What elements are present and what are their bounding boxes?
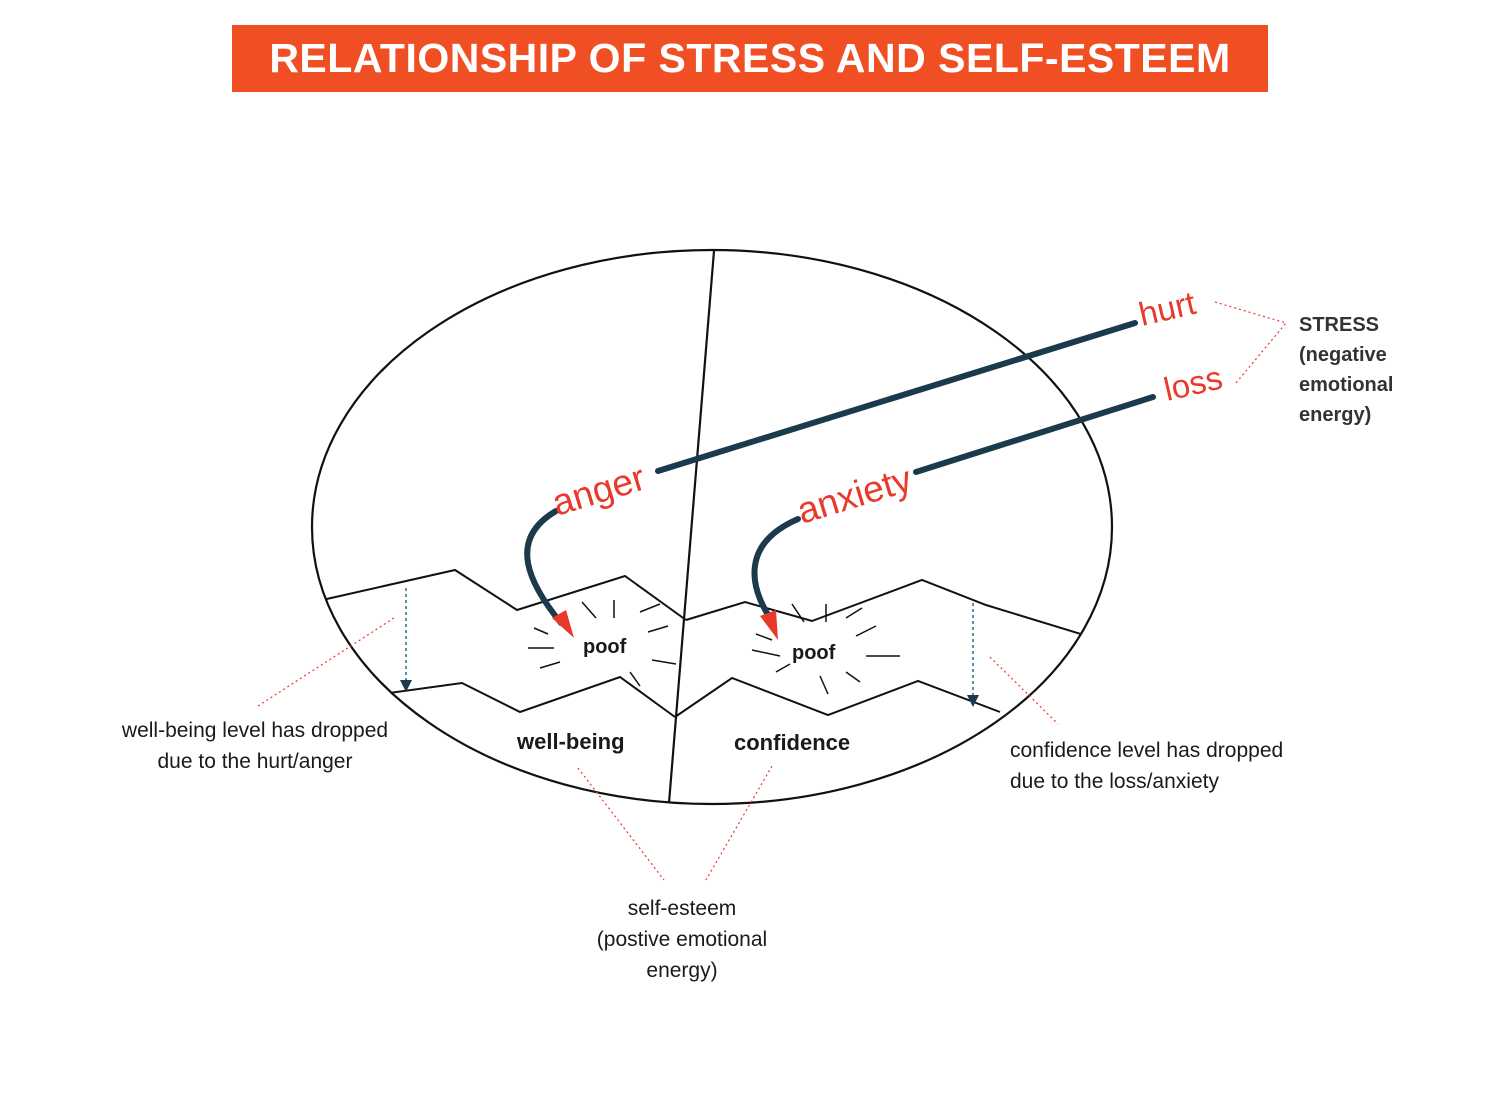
left-poof-label: poof — [583, 636, 627, 658]
stress-label-line4: energy) — [1299, 404, 1372, 426]
hurt-label: hurt — [1135, 284, 1199, 333]
page-title: RELATIONSHIP OF STRESS AND SELF-ESTEEM — [269, 35, 1231, 81]
self-esteem-leader-right — [705, 765, 773, 881]
confidence-label: confidence — [734, 730, 850, 755]
stress-label-line2: (negative — [1299, 344, 1387, 366]
wellbeing-note-leader — [257, 617, 395, 707]
self-esteem-leader-left — [577, 767, 665, 881]
anger-label: anger — [547, 457, 649, 524]
self-oval — [310, 248, 1114, 806]
wellbeing-note-line2: due to the hurt/anger — [157, 750, 353, 773]
oval-divider — [667, 250, 716, 804]
confidence-original-level — [685, 578, 1112, 647]
confidence-drop-note: confidence level has dropped due to the … — [1010, 735, 1370, 797]
right-poof-label: poof — [792, 642, 836, 664]
stress-label: STRESS (negative emotional energy) — [1299, 310, 1393, 430]
self-esteem-note: self-esteem (postive emotional energy) — [552, 893, 812, 986]
anxiety-label: anxiety — [792, 458, 917, 532]
wellbeing-label: well-being — [516, 729, 625, 754]
wellbeing-original-level — [312, 568, 687, 621]
anxiety-arrowhead — [760, 610, 778, 640]
stress-bracket-leader — [1214, 301, 1288, 384]
stress-label-line3: emotional — [1299, 374, 1394, 396]
stress-label-line1: STRESS — [1299, 314, 1380, 336]
leader-lines — [257, 301, 1288, 881]
confidence-note-line2: due to the loss/anxiety — [1010, 770, 1219, 793]
confidence-note-leader — [989, 656, 1059, 725]
confidence-note-line1: confidence level has dropped — [1010, 739, 1284, 762]
self-esteem-note-line1: self-esteem — [627, 897, 737, 920]
hurt-stress-line — [655, 320, 1138, 474]
loss-label: loss — [1160, 359, 1226, 408]
anger-arrowhead — [552, 610, 574, 638]
self-esteem-note-line2: (postive emotional — [596, 928, 768, 951]
wellbeing-note-line1: well-being level has dropped — [121, 719, 389, 742]
right-burst-rays — [751, 603, 900, 695]
wellbeing-drop-note: well-being level has dropped due to the … — [80, 715, 430, 777]
anxiety-curved-arrow — [751, 516, 801, 621]
level-lines — [312, 568, 1112, 718]
anger-curved-arrow — [524, 508, 564, 626]
loss-stress-line — [913, 394, 1156, 475]
title-banner: RELATIONSHIP OF STRESS AND SELF-ESTEEM — [232, 25, 1268, 92]
self-esteem-note-line3: energy) — [646, 959, 718, 982]
wellbeing-dropped-level — [359, 675, 676, 718]
confidence-dropped-level — [674, 676, 1001, 718]
left-burst-rays — [528, 600, 677, 687]
